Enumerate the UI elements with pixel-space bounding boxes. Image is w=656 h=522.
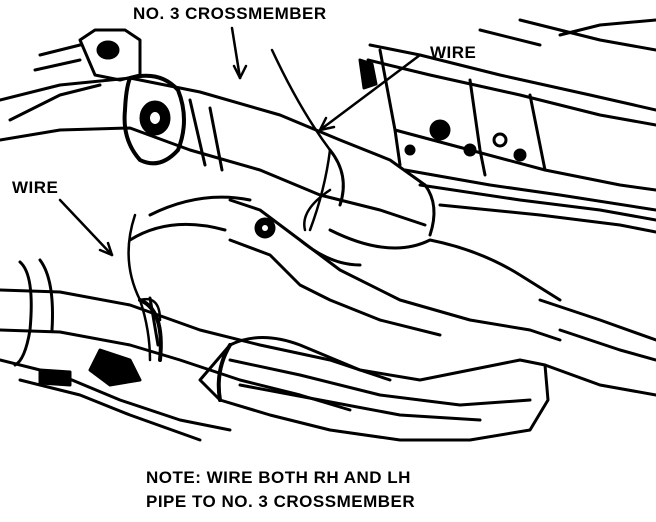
rh-wire (270, 48, 332, 232)
wire-ties (127, 48, 332, 362)
crossmember-leader (230, 26, 242, 80)
rh-exhaust-pipe (0, 73, 436, 237)
note-line-2: PIPE TO NO. 3 CROSSMEMBER (146, 492, 416, 511)
crossmember-label: NO. 3 CROSSMEMBER (133, 4, 327, 23)
wire-left-label: WIRE (12, 178, 58, 197)
lh-exhaust-pipe (0, 258, 656, 442)
converter-body (128, 195, 562, 342)
wire-right-label: WIRE (430, 43, 476, 62)
upper-mount (8, 28, 142, 122)
wire-right-leader (318, 53, 422, 132)
leader-lines (58, 26, 422, 257)
note-text: NOTE: WIRE BOTH RH AND LH PIPE TO NO. 3 … (146, 466, 546, 514)
wire-left-leader (58, 198, 114, 257)
note-line-1: NOTE: WIRE BOTH RH AND LH (146, 468, 411, 487)
crossmember-structure (358, 18, 656, 234)
